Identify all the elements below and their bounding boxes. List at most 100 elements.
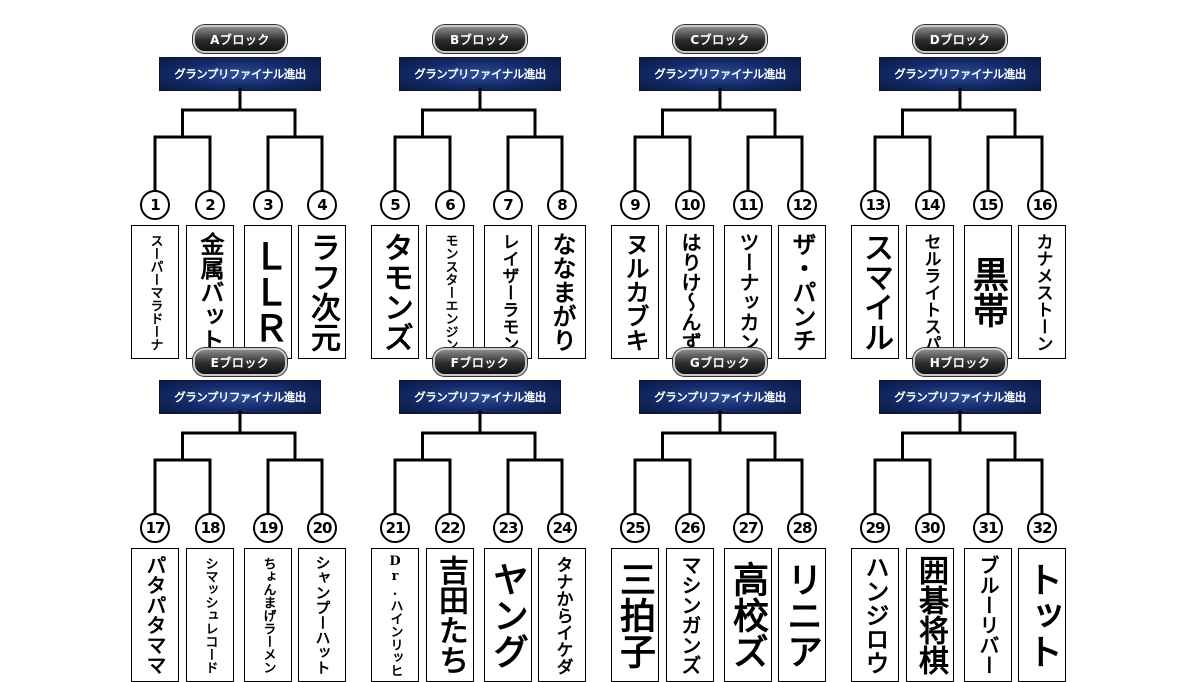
bracket-lines: [153, 410, 324, 515]
team-card: シャンプーハット: [298, 548, 346, 682]
entry-number: 18: [195, 513, 225, 543]
team-name: ヤング: [487, 561, 529, 669]
team-card: ラフ次元: [298, 225, 346, 359]
team-name: マシンガンズ: [678, 555, 702, 675]
entry-number: 24: [547, 513, 577, 543]
team-card: Dr.ハインリッヒ: [371, 548, 419, 682]
block-label: Aブロック: [193, 25, 287, 53]
block-label: Dブロック: [913, 25, 1007, 53]
team-name: ツーナッカン: [736, 232, 760, 352]
block-label: Hブロック: [913, 348, 1007, 376]
entry-number: 17: [140, 513, 170, 543]
team-name: ザ・パンチ: [788, 232, 817, 352]
entry-number: 32: [1027, 513, 1057, 543]
bracket-lines: [633, 87, 804, 192]
entry-number: 20: [307, 513, 337, 543]
entry-number: 26: [675, 513, 705, 543]
entry-number: 1: [140, 190, 170, 220]
team-name: ブルーリバー: [976, 555, 1000, 675]
entry-number: 27: [733, 513, 763, 543]
team-card: 高校ズ: [724, 548, 772, 682]
bracket-lines: [873, 410, 1044, 515]
entry-number: 31: [973, 513, 1003, 543]
team-name: はりけ〜んず: [678, 232, 702, 352]
entry-number: 6: [435, 190, 465, 220]
final-banner: グランプリファイナル進出: [639, 380, 801, 414]
team-card: スマイル: [851, 225, 899, 359]
team-name: 黒帯: [967, 256, 1009, 328]
block-label: Bブロック: [433, 25, 527, 53]
bracket-lines: [153, 87, 324, 192]
entry-number: 5: [380, 190, 410, 220]
entry-number: 16: [1027, 190, 1057, 220]
final-banner: グランプリファイナル進出: [879, 380, 1041, 414]
team-card: ハンジロウ: [851, 548, 899, 682]
team-name: タナからイケダ: [552, 555, 573, 675]
team-name: ＬＬＲ: [247, 238, 289, 346]
team-name: リニア: [781, 561, 823, 669]
entry-number: 22: [435, 513, 465, 543]
team-name: シマッシュレコード: [202, 556, 218, 674]
entry-number: 23: [493, 513, 523, 543]
entry-number: 10: [675, 190, 705, 220]
team-card: 黒帯: [964, 225, 1012, 359]
entry-number: 30: [915, 513, 945, 543]
block-c: Cブロックグランプリファイナル進出 9 ヌルカブキ 10 はりけ〜んず 11 ツーナッカン 1…: [600, 25, 840, 359]
team-card: タモンズ: [371, 225, 419, 359]
entry-number: 2: [195, 190, 225, 220]
block-g: Gブロックグランプリファイナル進出 25 三拍子 26 マシンガンズ 27 高校ズ 28 リニア: [600, 348, 840, 682]
team-card: スーパーマラドーナ: [131, 225, 179, 359]
team-card: ヤング: [484, 548, 532, 682]
final-banner: グランプリファイナル進出: [399, 57, 561, 91]
team-name: ななまがり: [548, 232, 577, 352]
final-banner: グランプリファイナル進出: [399, 380, 561, 414]
team-card: 三拍子: [611, 548, 659, 682]
entry-number: 15: [973, 190, 1003, 220]
entry-number: 11: [733, 190, 763, 220]
final-banner: グランプリファイナル進出: [639, 57, 801, 91]
team-name: シャンプーハット: [313, 555, 332, 675]
team-name: 高校ズ: [727, 561, 769, 669]
entry-number: 12: [787, 190, 817, 220]
team-card: トット: [1018, 548, 1066, 682]
team-name: 吉田たち: [433, 555, 468, 675]
team-card: タナからイケダ: [538, 548, 586, 682]
team-card: はりけ〜んず: [666, 225, 714, 359]
entry-number: 28: [787, 513, 817, 543]
block-label: Cブロック: [673, 25, 767, 53]
entry-number: 21: [380, 513, 410, 543]
bracket-lines: [633, 410, 804, 515]
team-name: ヌルカブキ: [621, 232, 650, 352]
team-name: ラフ次元: [305, 232, 340, 352]
team-card: モンスターエンジン: [426, 225, 474, 359]
team-card: ＬＬＲ: [244, 225, 292, 359]
block-label: Fブロック: [433, 348, 527, 376]
team-name: レイザーラモン: [498, 232, 519, 352]
team-name: ちょんまげラーメン: [260, 556, 276, 674]
block-label: Gブロック: [673, 348, 767, 376]
bracket-lines: [393, 410, 564, 515]
entry-number: 25: [620, 513, 650, 543]
entry-number: 29: [860, 513, 890, 543]
team-card: 金属バット: [186, 225, 234, 359]
entry-number: 13: [860, 190, 890, 220]
bracket-lines: [873, 87, 1044, 192]
entry-number: 9: [620, 190, 650, 220]
team-name: カナメストーン: [1032, 232, 1053, 352]
team-card: カナメストーン: [1018, 225, 1066, 359]
entry-number: 8: [547, 190, 577, 220]
team-name: モンスターエンジン: [442, 233, 458, 351]
team-card: 吉田たち: [426, 548, 474, 682]
team-name: スーパーマラドーナ: [147, 233, 163, 351]
team-name: タモンズ: [378, 232, 413, 352]
team-name: トット: [1021, 561, 1063, 669]
team-name: 金属バット: [196, 232, 225, 352]
team-name: スマイル: [858, 232, 893, 352]
team-name: Dr.ハインリッヒ: [387, 553, 403, 677]
